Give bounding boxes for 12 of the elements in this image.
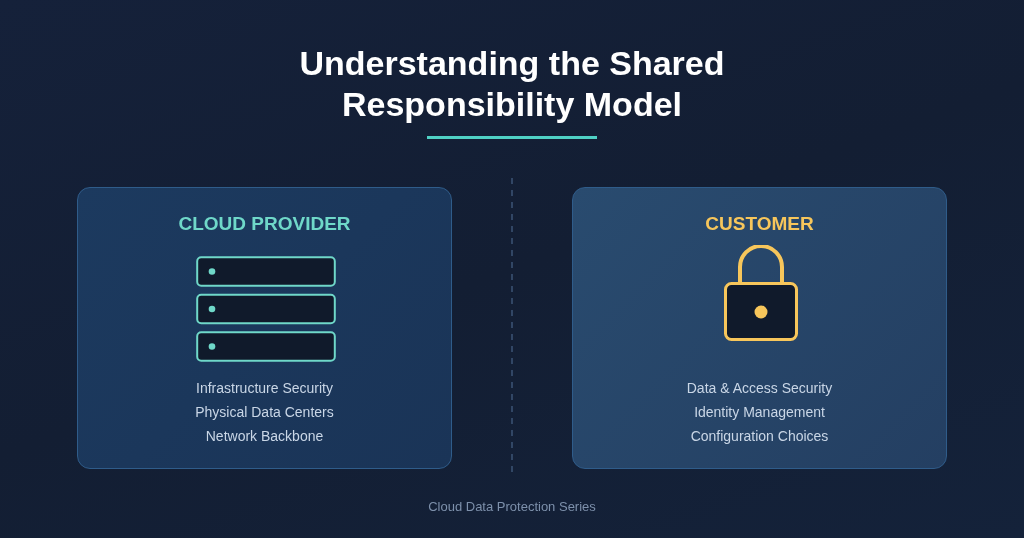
- responsibility-item: Physical Data Centers: [194, 404, 335, 421]
- responsibility-item: Infrastructure Security: [195, 380, 334, 397]
- responsibility-item: Configuration Choices: [689, 428, 830, 445]
- responsibility-item: Identity Management: [693, 404, 826, 421]
- responsibility-item: Data & Access Security: [685, 380, 834, 397]
- responsibility-item: Network Backbone: [204, 428, 325, 445]
- title: Understanding the Shared Responsibility Model: [298, 43, 726, 125]
- panel-card: [572, 187, 947, 469]
- footer-caption: Cloud Data Protection Series: [427, 499, 597, 515]
- panel-heading: CUSTOMER: [704, 213, 815, 235]
- panel-card: [77, 187, 452, 469]
- panel-heading: CLOUD PROVIDER: [177, 213, 352, 235]
